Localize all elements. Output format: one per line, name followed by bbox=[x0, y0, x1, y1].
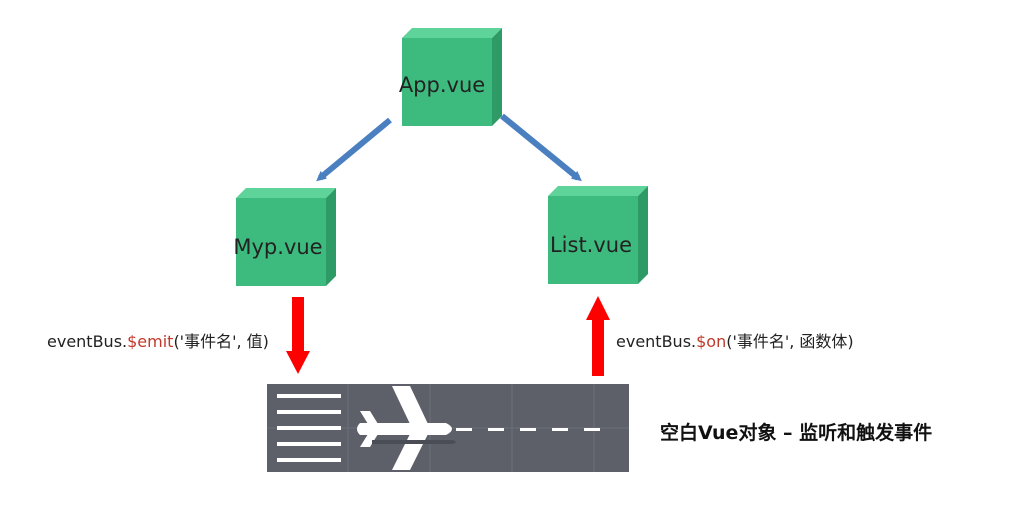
centerline-dash bbox=[584, 428, 600, 431]
cube-side-face bbox=[326, 188, 336, 286]
runway-stripe bbox=[277, 410, 341, 414]
app-to-myp-arrow bbox=[316, 117, 392, 182]
centerline-dash bbox=[488, 428, 504, 431]
cube-side-face bbox=[492, 28, 502, 126]
cube-top-face bbox=[236, 188, 336, 198]
emit-call-label: eventBus.$emit('事件名', 值) bbox=[47, 328, 269, 352]
cube-top-face bbox=[548, 186, 648, 196]
emit-method: $emit bbox=[127, 332, 174, 351]
list-vue-node: List.vue bbox=[548, 186, 648, 284]
emit-args: ('事件名', 值) bbox=[173, 332, 269, 351]
centerline-dash bbox=[552, 428, 568, 431]
on-call-label: eventBus.$on('事件名', 函数体) bbox=[616, 328, 854, 352]
list-vue-label: List.vue bbox=[550, 233, 632, 257]
airplane-icon bbox=[357, 386, 456, 470]
cube-top-face bbox=[402, 28, 502, 38]
app-vue-label: App.vue bbox=[399, 73, 485, 97]
airplane-fuselage bbox=[357, 423, 452, 435]
airplane-shadow bbox=[372, 440, 456, 444]
airplane-tail-lower bbox=[360, 434, 378, 447]
runway-stripe bbox=[277, 426, 341, 430]
airplane-upper-wing bbox=[392, 386, 428, 424]
centerline-dash bbox=[456, 428, 472, 431]
on-prefix: eventBus. bbox=[616, 332, 697, 351]
centerline-dash bbox=[520, 428, 536, 431]
emit-arrow bbox=[286, 297, 310, 374]
runway-stripe bbox=[277, 394, 341, 398]
on-arrow bbox=[586, 296, 610, 376]
runway-stripe bbox=[277, 442, 341, 446]
arrow-head bbox=[286, 351, 310, 374]
myp-vue-node: Myp.vue bbox=[233, 188, 336, 286]
cube-front-face bbox=[548, 196, 638, 284]
runway-stripe bbox=[277, 458, 341, 462]
on-method: $on bbox=[696, 332, 727, 351]
event-bus-caption: 空白Vue对象 – 监听和触发事件 bbox=[660, 422, 933, 444]
cube-front-face bbox=[236, 198, 326, 286]
myp-vue-label: Myp.vue bbox=[233, 235, 322, 259]
app-to-list-arrow bbox=[500, 113, 582, 182]
app-vue-node: App.vue bbox=[399, 28, 502, 126]
airplane-tail-upper bbox=[360, 411, 378, 424]
arrow-head bbox=[586, 296, 610, 320]
arrow-shaft bbox=[592, 318, 604, 376]
emit-prefix: eventBus. bbox=[47, 332, 128, 351]
on-args: ('事件名', 函数体) bbox=[726, 332, 854, 351]
arrow-shaft bbox=[292, 297, 304, 353]
cube-front-face bbox=[402, 38, 492, 126]
cube-side-face bbox=[638, 186, 648, 284]
